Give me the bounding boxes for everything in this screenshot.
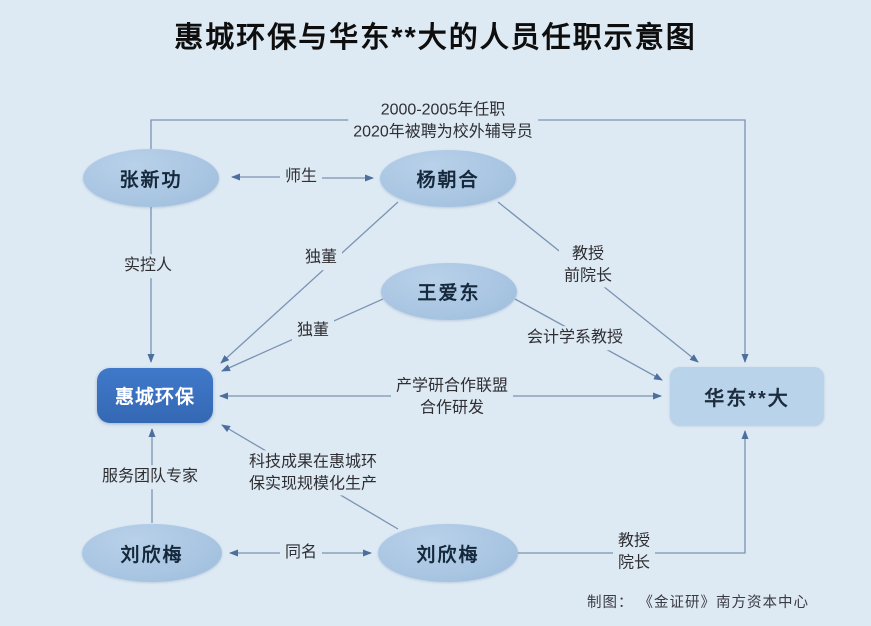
edge-label-dudong2: 独董 <box>291 319 335 343</box>
edge-label-fuwu: 服务团队专家 <box>96 465 204 489</box>
page-title: 惠城环保与华东**大的人员任职示意图 <box>174 22 697 54</box>
edge-line-dudong1 <box>220 201 399 364</box>
edge-label-shikongren: 实控人 <box>118 254 178 278</box>
node-huadong-university: 华东**大 <box>670 367 824 425</box>
edge-label-jiaoshou-qianyuanzhang-line2: 前院长 <box>563 267 613 284</box>
edge-label-shisheng: 师生 <box>279 165 323 189</box>
edge-label-jiaoshou-qianyuanzhang-line1: 教授 <box>571 245 605 263</box>
edge-label-dudong1: 独董 <box>299 246 343 270</box>
edge-label-jiaoshou-yuanzhang: 教授 院长 <box>612 529 656 575</box>
edge-line-jiaoshou-yuanzhang <box>518 430 749 554</box>
edge-label-top-route-line1: 2000-2005年任职 <box>380 101 506 119</box>
node-wang-aidong-label: 王爱东 <box>417 283 481 304</box>
edge-label-chanxueyan-line2: 合作研发 <box>419 399 485 416</box>
edge-label-jiaoshou-yuanzhang-line2: 院长 <box>617 554 651 571</box>
edge-label-keji: 科技成果在惠城环 保实现规模化生产 <box>243 450 383 496</box>
edge-label-tongming: 同名 <box>279 541 323 565</box>
edge-label-top-route: 2000-2005年任职 2020年被聘为校外辅导员 <box>348 98 538 144</box>
node-liu-xinmei-left-label: 刘欣梅 <box>120 544 184 566</box>
edge-label-top-route-line2: 2020年被聘为校外辅导员 <box>353 123 533 140</box>
node-yang-chaohe: 杨朝合 <box>380 150 516 207</box>
edge-label-keji-line1: 科技成果在惠城环 <box>248 453 378 471</box>
node-zhang-xingong: 张新功 <box>83 149 219 207</box>
edge-label-jiaoshou-qianyuanzhang: 教授 前院长 <box>558 242 618 288</box>
edge-label-jiaoshou-yuanzhang-line1: 教授 <box>617 532 651 550</box>
edge-label-keji-line2: 保实现规模化生产 <box>248 475 378 492</box>
node-liu-xinmei-center-label: 刘欣梅 <box>416 544 480 566</box>
edge-label-chanxueyan: 产学研合作联盟 合作研发 <box>390 374 514 420</box>
node-liu-xinmei-left: 刘欣梅 <box>82 524 222 582</box>
node-zhang-xingong-label: 张新功 <box>119 169 183 191</box>
node-huadong-university-label: 华东**大 <box>704 387 790 410</box>
node-huicheng-huanbao: 惠城环保 <box>97 368 213 423</box>
credit-line: 制图： 《金证研》南方资本中心 <box>586 595 810 611</box>
edge-label-kuaiji: 会计学系教授 <box>521 326 629 350</box>
node-huicheng-huanbao-label: 惠城环保 <box>114 387 195 408</box>
edge-label-chanxueyan-line1: 产学研合作联盟 <box>395 377 509 395</box>
node-wang-aidong: 王爱东 <box>381 263 517 320</box>
node-liu-xinmei-center: 刘欣梅 <box>378 524 518 582</box>
node-yang-chaohe-label: 杨朝合 <box>416 170 480 191</box>
